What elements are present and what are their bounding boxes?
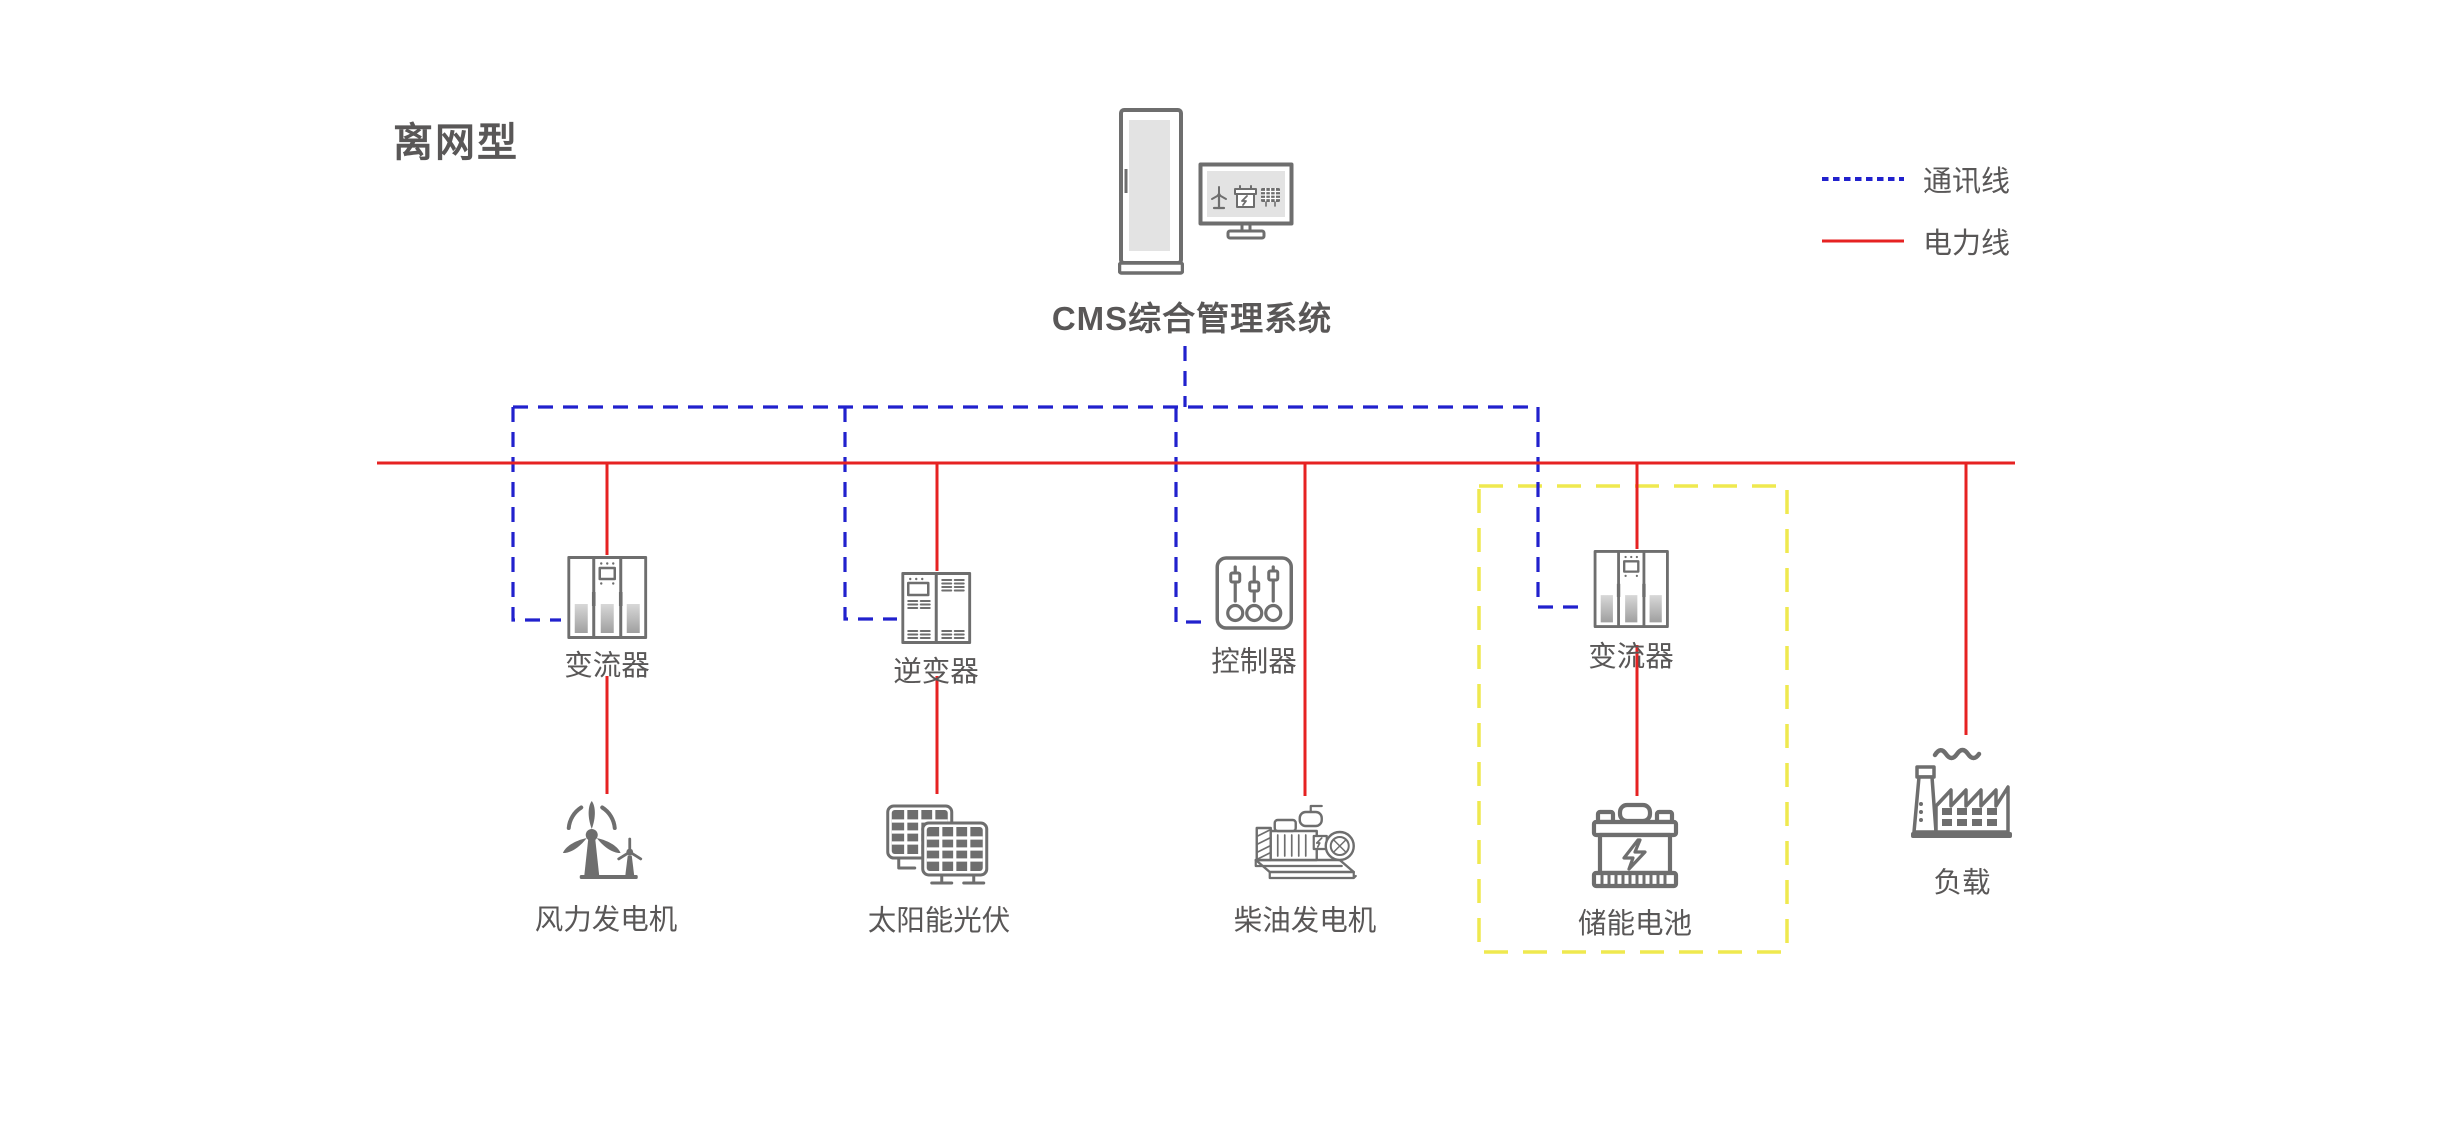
solar-label: 太阳能光伏 xyxy=(867,905,1011,937)
battery-label: 储能电池 xyxy=(1577,908,1693,940)
node-controller: 控制器 xyxy=(1211,556,1297,680)
controller-label: 控制器 xyxy=(1211,646,1297,678)
wind-label: 风力发电机 xyxy=(534,904,678,936)
inverter-label: 逆变器 xyxy=(893,656,979,688)
diesel-label: 柴油发电机 xyxy=(1233,905,1377,937)
front-panel xyxy=(921,821,989,877)
comm-line-converter1-branch xyxy=(511,407,561,622)
small-turbine xyxy=(617,837,643,876)
node-load: 负载 xyxy=(1905,742,2019,901)
factory-windows xyxy=(1942,808,1997,826)
node-converter-2: 变流器 xyxy=(1588,550,1674,675)
slider-controller-icon xyxy=(1215,556,1293,630)
comm-line-inverter-branch xyxy=(843,407,897,621)
legend-row-power: 电力线 xyxy=(1820,220,2010,262)
converter-cabinet-icon xyxy=(1593,550,1669,628)
comm-line-controller-branch xyxy=(1174,407,1210,624)
node-diesel: 柴油发电机 xyxy=(1233,798,1377,939)
mini-solar-icon xyxy=(1261,188,1280,207)
wind-turbine-icon xyxy=(563,801,643,879)
legend-row-comm: 通讯线 xyxy=(1820,158,2010,200)
converter1-label: 变流器 xyxy=(564,650,650,682)
inverter-cabinet-icon xyxy=(900,572,971,644)
battery-icon xyxy=(1591,802,1679,889)
converter2-label: 变流器 xyxy=(1588,641,1674,673)
mini-wind-icon xyxy=(1211,186,1227,210)
node-solar: 太阳能光伏 xyxy=(867,800,1011,939)
legend-power-label: 电力线 xyxy=(1923,228,2011,260)
comm-line-converter2-branch xyxy=(1536,407,1588,609)
cms-label: CMS综合管理系统 xyxy=(1051,300,1333,337)
monitor-icon xyxy=(1198,162,1294,240)
node-inverter: 逆变器 xyxy=(893,572,979,690)
converter-cabinet-icon xyxy=(566,556,647,639)
large-turbine xyxy=(563,801,621,876)
legend: 通讯线 电力线 xyxy=(1820,158,2010,262)
page-title: 离网型 xyxy=(393,121,519,165)
node-wind: 风力发电机 xyxy=(534,798,678,938)
diesel-generator-icon xyxy=(1254,804,1358,880)
mini-battery-icon xyxy=(1234,185,1257,208)
server-cabinet-icon xyxy=(1118,108,1184,275)
solar-panel-icon xyxy=(886,804,989,885)
node-battery: 储能电池 xyxy=(1578,800,1692,942)
load-label: 负载 xyxy=(1933,867,1991,899)
legend-comm-label: 通讯线 xyxy=(1923,166,2011,198)
comm-line-sample-icon xyxy=(1822,177,1904,181)
power-line-sample-icon xyxy=(1822,239,1904,243)
factory-icon xyxy=(1911,747,2012,838)
node-converter-1: 变流器 xyxy=(564,556,650,684)
